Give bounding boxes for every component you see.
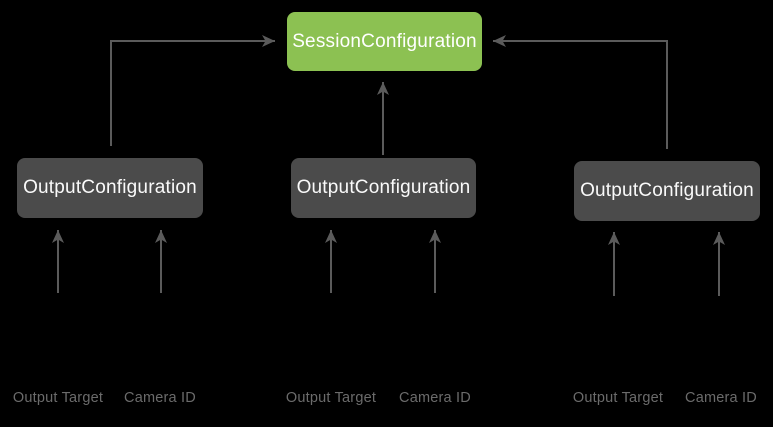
node-session-configuration: SessionConfiguration [287,12,482,71]
node-output-configuration-1: OutputConfiguration [17,158,203,218]
label-camera-id-1: Camera ID [124,390,196,406]
node-output-configuration-3: OutputConfiguration [574,161,760,221]
node-output-configuration-2: OutputConfiguration [291,158,476,218]
label-output-target-3: Output Target [572,390,664,406]
label-output-target-2: Output Target [285,390,377,406]
label-output-target-1: Output Target [12,390,104,406]
arrow-output1-to-session [110,35,275,146]
arrow-output3-to-session [493,35,668,149]
label-camera-id-2: Camera ID [399,390,471,406]
label-camera-id-3: Camera ID [685,390,757,406]
